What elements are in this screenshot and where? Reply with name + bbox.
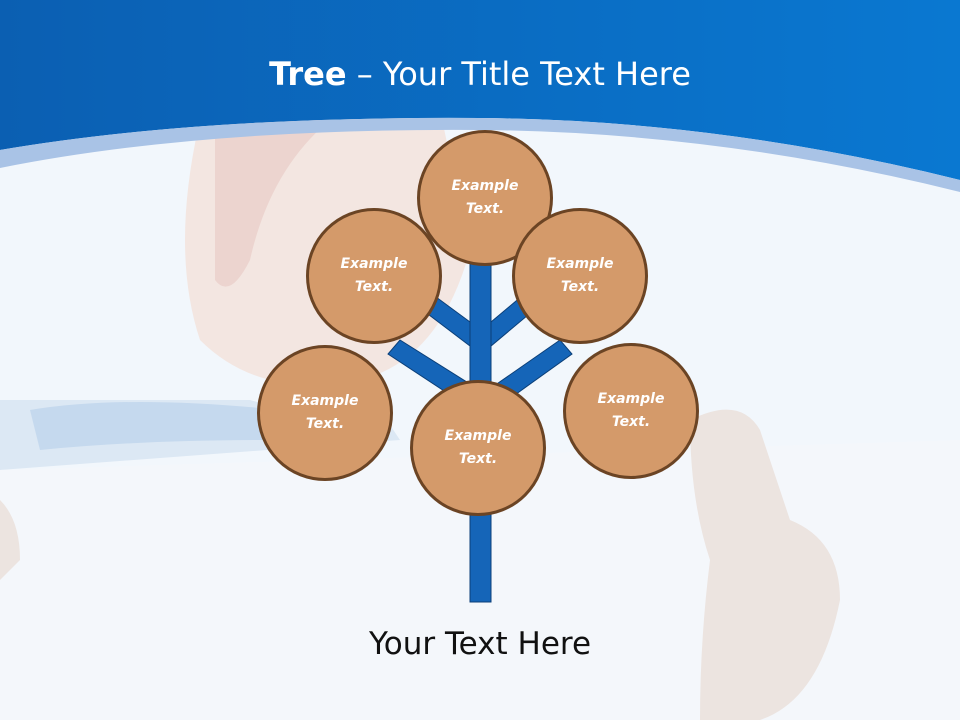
slide-title: Tree – Your Title Text Here [0, 52, 960, 96]
tree-node-label: Example Text. [291, 393, 359, 432]
tree-node-label: Example Text. [340, 256, 408, 295]
tree-node-label: Example Text. [546, 256, 614, 295]
title-text: Your Title Text Here [382, 55, 691, 93]
tree-node-lower-left: Example Text. [257, 345, 393, 481]
title-bold: Tree [269, 55, 347, 93]
header-band [0, 0, 960, 180]
tree-node-upper-left: Example Text. [306, 208, 442, 344]
tree-node-label: Example Text. [597, 391, 665, 430]
tree-node-label: Example Text. [451, 178, 519, 217]
tree-node-center: Example Text. [410, 380, 546, 516]
tree-node-lower-right: Example Text. [563, 343, 699, 479]
tree-node-label: Example Text. [444, 428, 512, 467]
header-light-band [0, 117, 960, 192]
tree-node-upper-right: Example Text. [512, 208, 648, 344]
caption-text: Your Text Here [368, 626, 592, 662]
title-separator: – [346, 55, 383, 93]
